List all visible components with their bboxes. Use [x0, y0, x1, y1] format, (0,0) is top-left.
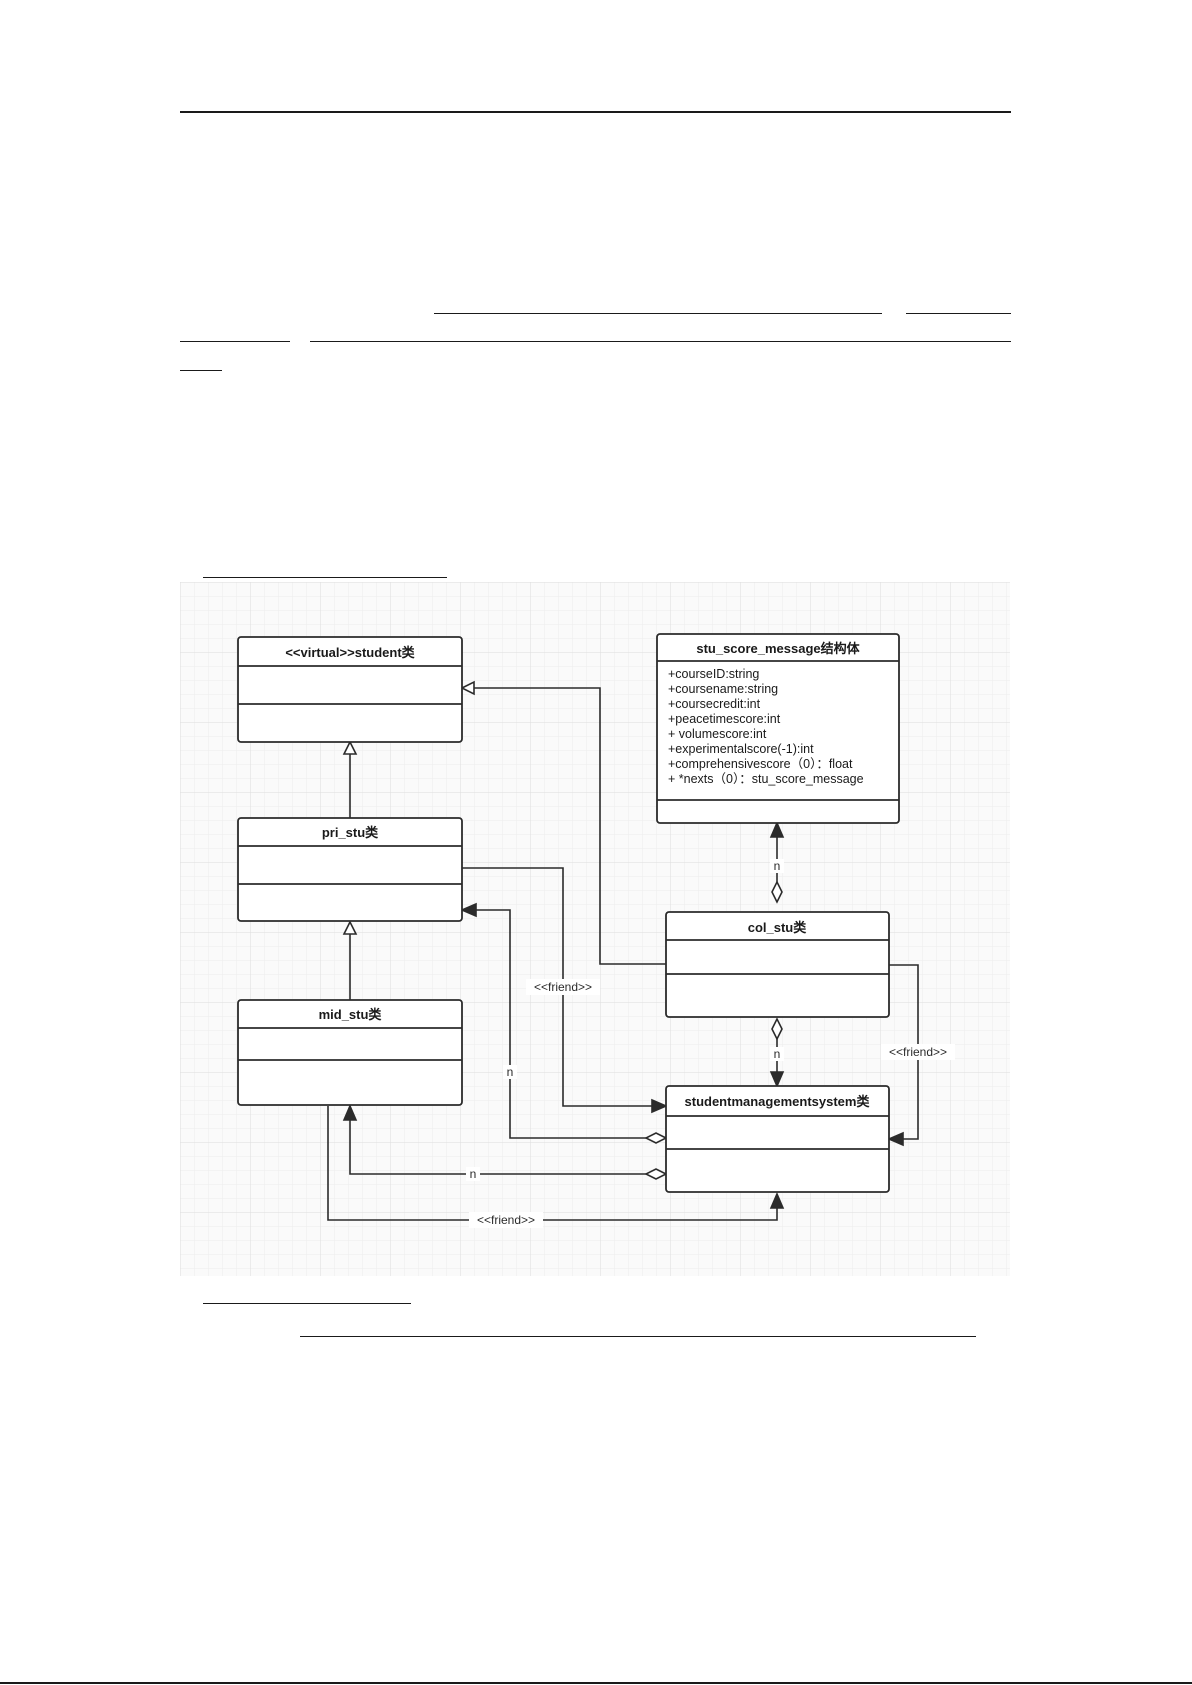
- label-bg: [466, 1167, 480, 1181]
- attribute: +coursename:string: [668, 682, 778, 696]
- class-stu-score-message: [656, 633, 900, 824]
- attribute: +peacetimescore:int: [668, 712, 781, 726]
- friend-label: <<friend>>: [477, 1213, 535, 1227]
- class-title: stu_score_message结构体: [696, 641, 860, 656]
- attribute: +coursecredit:int: [668, 697, 761, 711]
- label-bg: [770, 859, 784, 873]
- arrowhead: [886, 1131, 904, 1147]
- diagram-canvas: n n n n <<friend>> <<friend>> <<friend>>: [180, 582, 1010, 1276]
- multiplicity-label: n: [470, 1167, 477, 1181]
- arrowhead: [459, 902, 477, 918]
- label-bg: [469, 1212, 543, 1228]
- class-title: studentmanagementsystem类: [685, 1094, 871, 1109]
- attribute: + *nexts（0）：stu_score_message: [668, 772, 864, 786]
- inherit-arrowhead: [460, 680, 475, 696]
- class-student: [237, 636, 463, 743]
- arrowhead: [769, 820, 785, 838]
- text-underline: [203, 577, 447, 578]
- agg-sms-pri-line: [464, 909, 647, 1139]
- text-underline: [180, 370, 222, 371]
- attribute: +experimentalscore(-1):int: [668, 742, 814, 756]
- class-col-stu: [665, 911, 890, 1018]
- page-bottom-rule: [0, 1682, 1192, 1684]
- class-title: mid_stu类: [319, 1007, 383, 1022]
- label-bg: [526, 979, 600, 995]
- multiplicity-label: n: [774, 859, 781, 873]
- inherit-arrowhead: [342, 920, 358, 935]
- attribute: + volumescore:int: [668, 727, 767, 741]
- class-title: col_stu类: [748, 920, 808, 935]
- multiplicity-label: n: [507, 1065, 514, 1079]
- arrowhead: [651, 1098, 669, 1114]
- arrowhead: [342, 1103, 358, 1121]
- text-underline: [203, 1303, 411, 1304]
- friend-label: <<friend>>: [534, 980, 592, 994]
- friend-mid-sms-line: [327, 1106, 778, 1221]
- top-rule: [180, 111, 1011, 113]
- inherit-col-student-line: [464, 687, 666, 965]
- uml-class-diagram: n n n n <<friend>> <<friend>> <<friend>>: [180, 582, 1010, 1276]
- label-bg: [503, 1065, 517, 1079]
- multiplicity-label: n: [774, 1047, 781, 1061]
- aggregation-diamond: [771, 1017, 783, 1041]
- text-underline: [906, 313, 1011, 314]
- text-underline: [310, 341, 1011, 342]
- aggregation-diamond: [644, 1168, 668, 1180]
- arrowhead: [769, 1071, 785, 1089]
- class-mid-stu: [237, 999, 463, 1106]
- class-pri-stu: [237, 817, 463, 922]
- label-bg: [770, 1047, 784, 1061]
- friend-label: <<friend>>: [889, 1045, 947, 1059]
- arrowhead: [769, 1191, 785, 1209]
- agg-sms-mid-line: [349, 1109, 647, 1175]
- class-title: pri_stu类: [322, 825, 379, 840]
- text-underline: [434, 313, 882, 314]
- class-title: <<virtual>>student类: [285, 645, 415, 660]
- attribute: +comprehensivescore（0）：float: [668, 757, 853, 771]
- class-studentmanagementsystem: [665, 1085, 890, 1193]
- aggregation-diamond: [644, 1132, 668, 1144]
- aggregation-diamond: [771, 880, 783, 904]
- text-underline: [300, 1336, 976, 1337]
- text-underline: [180, 341, 290, 342]
- label-bg: [881, 1044, 955, 1060]
- inherit-arrowhead: [342, 740, 358, 755]
- attribute: +courseID:string: [668, 667, 759, 681]
